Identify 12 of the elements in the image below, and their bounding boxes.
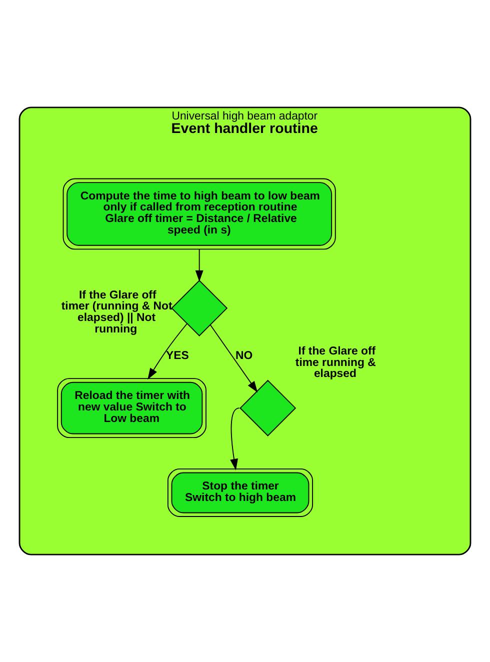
edge-label: NO: [235, 350, 253, 362]
node-box: Compute the time to high beam to low beam only if called from reception routine Glare off timer = Distance / Relative speed (in s): [62, 178, 336, 250]
node-box: Stop the timer Switch to high beam: [167, 468, 314, 517]
arrow: [148, 323, 188, 380]
arrow: [210, 324, 258, 393]
node-label: If the Glare off time running & elapsed: [295, 345, 376, 380]
node-box: Reload the timer with new value Switch to Low beam: [57, 378, 206, 438]
edge-label: YES: [166, 350, 189, 362]
arrow: [230, 408, 240, 470]
node-label: If the Glare off timer (running & Not elapsed) || Not running: [61, 289, 172, 336]
arrow: [195, 248, 204, 282]
node-diamond: [171, 280, 228, 336]
